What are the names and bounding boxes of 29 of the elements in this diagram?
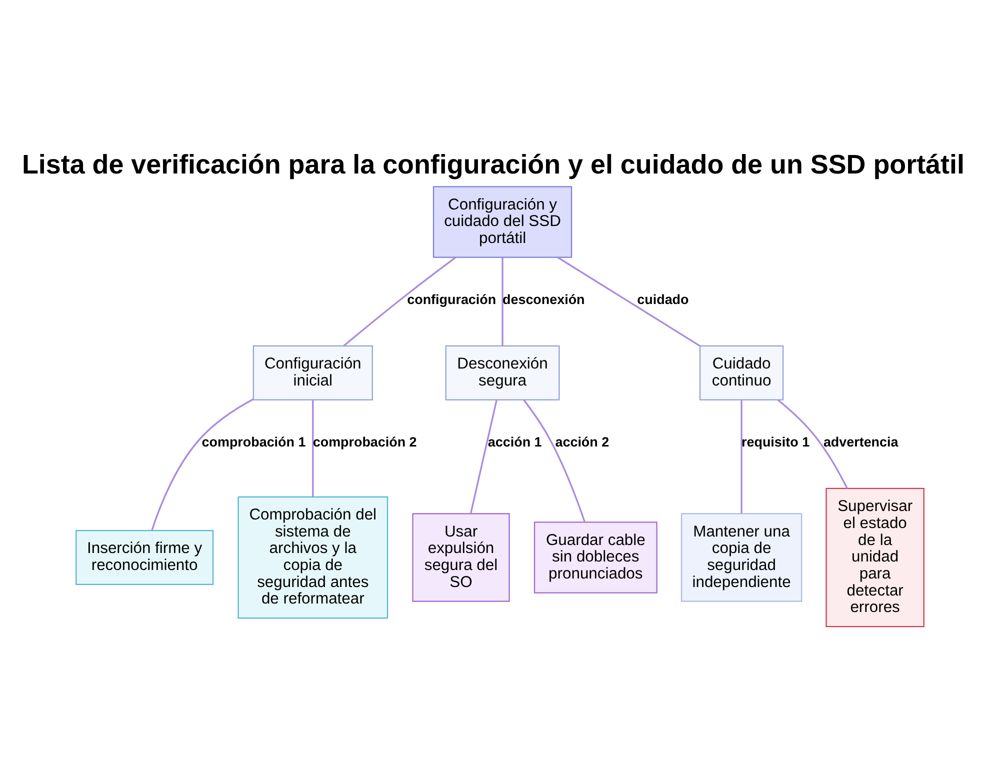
node-box: Desconexión segura — [445, 345, 560, 400]
edge-label: comprobación 2 — [312, 434, 417, 450]
edge-label: comprobación 1 — [202, 434, 306, 450]
node-box: Inserción firme y reconocimiento — [76, 530, 214, 585]
connector — [343, 256, 456, 347]
edge-label: configuración — [407, 292, 496, 308]
connector — [523, 399, 586, 522]
connector — [312, 400, 314, 497]
edge-label: requisito 1 — [742, 434, 810, 450]
connector — [740, 400, 742, 514]
node-box: Comprobación del sistema de archivos y la copia de seguridad antes de reformatear — [238, 496, 388, 619]
connector — [470, 400, 498, 514]
node-box: Configuración inicial — [252, 345, 373, 400]
node-box: Usar expulsión segura del SO — [412, 513, 510, 602]
node-box: Configuración y cuidado del SSD portátil — [432, 186, 572, 258]
edge-label: cuidado — [637, 292, 689, 308]
connector — [151, 398, 254, 531]
diagram-title: Lista de verificación para la configuración y el cuidado de un SSD portátil — [22, 149, 964, 180]
connector — [777, 399, 848, 489]
node-box: Guardar cable sin dobleces pronunciados — [534, 522, 658, 594]
edge-label: acción 2 — [555, 434, 610, 450]
node-box: Mantener una copia de seguridad independiente — [680, 513, 802, 602]
edge-label: acción 1 — [488, 434, 542, 450]
edge-label: desconexión — [502, 292, 585, 308]
node-box: Cuidado continuo — [699, 345, 784, 400]
connector — [557, 256, 700, 346]
node-box: Supervisar el estado de la unidad para detectar errores — [826, 488, 924, 628]
connector — [502, 258, 504, 346]
edge-label: advertencia — [823, 434, 898, 450]
